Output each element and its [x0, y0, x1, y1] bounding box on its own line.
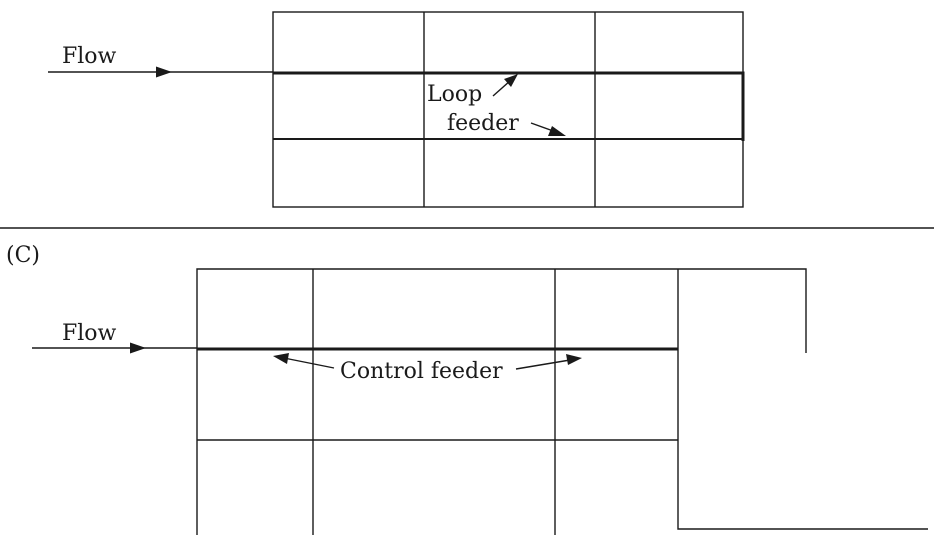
control-pointer-arrowhead-left	[273, 353, 289, 364]
top-flow-arrowhead	[156, 66, 172, 78]
top-panel: Flow Loop feeder	[48, 11, 745, 208]
control-feeder-label: Control feeder	[340, 359, 503, 384]
loop-pointer-arrowhead-up	[504, 74, 518, 87]
loop-label-line2: feeder	[447, 111, 519, 136]
control-pointer-arrow-left	[283, 357, 335, 369]
top-flow-label: Flow	[62, 44, 117, 69]
bottom-grid-top-line	[196, 268, 807, 535]
control-pointer-arrowhead-right	[566, 354, 582, 365]
bottom-panel: (C) Flow Control feeder	[6, 243, 928, 535]
bottom-grid-right-boundary	[677, 269, 928, 530]
top-grid-outline	[272, 11, 744, 208]
loop-label-line1: Loop	[427, 82, 482, 107]
panel-letter-c: (C)	[6, 243, 40, 268]
bottom-flow-label: Flow	[62, 321, 117, 346]
loop-feeder-line	[273, 71, 745, 141]
bottom-flow-arrowhead	[130, 342, 146, 354]
control-pointer-arrow-right	[515, 359, 571, 370]
loop-pointer-arrowhead-down	[548, 126, 566, 136]
